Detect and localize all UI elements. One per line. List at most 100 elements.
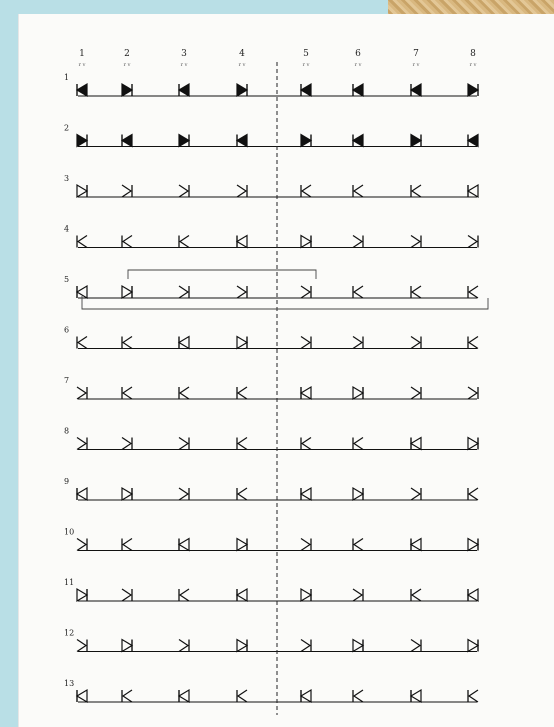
chevron-right-symbol [353, 337, 362, 349]
bowtie-left-open-symbol [301, 387, 311, 399]
chevron-left-symbol [123, 236, 132, 248]
column-subscript: r v [303, 62, 310, 68]
column-subscript: r v [355, 62, 362, 68]
bowtie-left-open-symbol [179, 539, 189, 551]
chevron-right-symbol [301, 337, 310, 349]
chevron-left-symbol [180, 236, 189, 248]
row-number: 6 [64, 326, 69, 335]
chevron-right-symbol [468, 236, 477, 248]
bowtie-left-filled-symbol [122, 135, 132, 147]
chevron-left-symbol [469, 488, 478, 500]
column-subscript: r v [124, 62, 131, 68]
diagram-row: 11 [64, 578, 478, 601]
bowtie-left-filled-symbol [179, 84, 189, 96]
row-number: 10 [64, 528, 74, 537]
bowtie-left-open-symbol [77, 690, 87, 702]
chevron-left-symbol [469, 337, 478, 349]
row-number: 9 [64, 477, 69, 486]
chevron-right-symbol [411, 488, 420, 500]
bowtie-right-filled-symbol [468, 84, 478, 96]
chevron-left-symbol [78, 236, 87, 248]
row-number: 2 [64, 124, 69, 133]
chevron-left-symbol [123, 337, 132, 349]
row-number: 4 [64, 225, 69, 234]
chevron-right-symbol [411, 640, 420, 652]
chevron-right-symbol [77, 438, 86, 450]
bowtie-right-filled-symbol [122, 84, 132, 96]
column-number: 3 [181, 49, 187, 59]
bowtie-left-filled-symbol [77, 84, 87, 96]
chevron-right-symbol [411, 387, 420, 399]
chevron-right-symbol [411, 236, 420, 248]
bowtie-right-filled-symbol [179, 135, 189, 147]
bowtie-left-open-symbol [411, 690, 421, 702]
chevron-right-symbol [301, 286, 310, 298]
bowtie-left-open-symbol [411, 438, 421, 450]
chevron-left-symbol [238, 488, 247, 500]
column-subscript: r v [470, 62, 477, 68]
chevron-left-symbol [354, 539, 363, 551]
column-number: 4 [239, 49, 245, 59]
column-subscript: r v [79, 62, 86, 68]
bowtie-right-open-symbol [122, 488, 132, 500]
chevron-right-symbol [77, 539, 86, 551]
bowtie-right-open-symbol [301, 589, 311, 601]
bowtie-right-filled-symbol [301, 135, 311, 147]
column-number: 7 [413, 49, 419, 59]
row-number: 7 [64, 376, 69, 385]
bowtie-left-filled-symbol [411, 84, 421, 96]
chevron-right-symbol [301, 640, 310, 652]
chevron-left-symbol [412, 589, 421, 601]
chevron-right-symbol [353, 236, 362, 248]
chevron-left-symbol [354, 438, 363, 450]
chevron-left-symbol [123, 387, 132, 399]
chevron-left-symbol [180, 387, 189, 399]
chevron-right-symbol [179, 185, 188, 197]
chevron-left-symbol [123, 539, 132, 551]
bowtie-left-open-symbol [411, 539, 421, 551]
bowtie-left-open-symbol [77, 488, 87, 500]
bowtie-right-open-symbol [468, 640, 478, 652]
chevron-left-symbol [469, 690, 478, 702]
chevron-left-symbol [180, 589, 189, 601]
chevron-left-symbol [469, 286, 478, 298]
chevron-left-symbol [354, 690, 363, 702]
chevron-left-symbol [412, 185, 421, 197]
row-number: 1 [64, 73, 69, 82]
chevron-right-symbol [411, 337, 420, 349]
column-subscript: r v [413, 62, 420, 68]
row-number: 5 [64, 275, 69, 284]
chevron-left-symbol [238, 387, 247, 399]
diagram-row: 6 [64, 326, 478, 349]
chevron-left-symbol [238, 690, 247, 702]
row-number: 12 [64, 629, 74, 638]
chevron-right-symbol [179, 640, 188, 652]
bowtie-left-open-symbol [237, 589, 247, 601]
column-number: 2 [124, 49, 130, 59]
bowtie-right-open-symbol [353, 640, 363, 652]
bowtie-left-open-symbol [468, 589, 478, 601]
chevron-right-symbol [237, 185, 246, 197]
bowtie-right-open-symbol [237, 539, 247, 551]
column-subscript: r v [181, 62, 188, 68]
bowtie-left-filled-symbol [353, 84, 363, 96]
bowtie-left-filled-symbol [353, 135, 363, 147]
diagram-row: 7 [64, 376, 478, 399]
diagram-row: 4 [64, 225, 478, 248]
chevron-left-symbol [354, 286, 363, 298]
bowtie-right-open-symbol [237, 640, 247, 652]
diagram-row: 12 [64, 629, 478, 652]
row-number: 3 [64, 174, 69, 183]
bowtie-left-open-symbol [301, 488, 311, 500]
diagram-row: 9 [64, 477, 478, 500]
row5-connector [82, 270, 488, 309]
chevron-right-symbol [179, 488, 188, 500]
bowtie-left-open-symbol [237, 236, 247, 248]
column-number: 5 [303, 49, 309, 59]
bowtie-left-open-symbol [179, 690, 189, 702]
bowtie-right-open-symbol [353, 387, 363, 399]
bowtie-left-filled-symbol [237, 135, 247, 147]
diagram-row: 8 [64, 427, 478, 450]
column-subscript: r v [239, 62, 246, 68]
bowtie-left-filled-symbol [468, 135, 478, 147]
